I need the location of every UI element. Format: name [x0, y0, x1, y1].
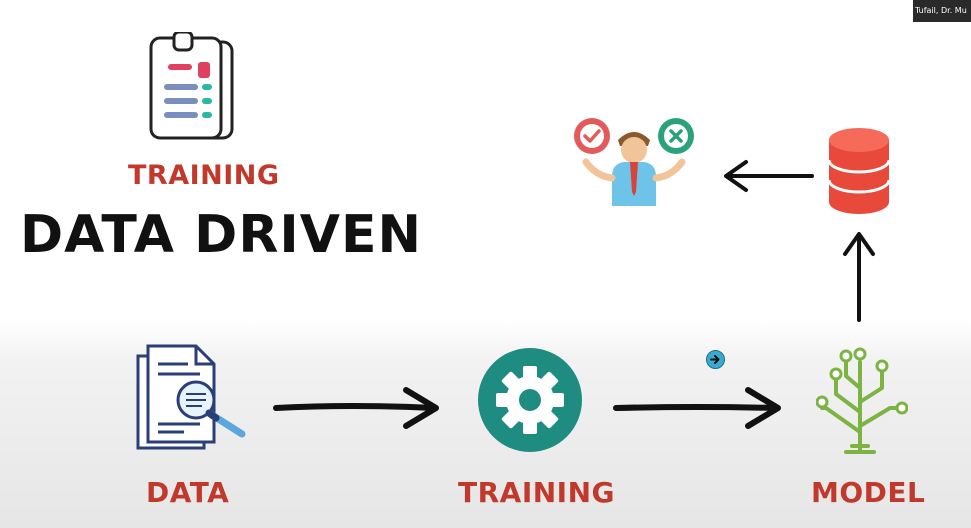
node-label-training: TRAINING [458, 476, 616, 509]
database-icon [827, 128, 891, 214]
document-search-icon [136, 344, 246, 450]
cursor-arrow-icon [706, 350, 725, 369]
heading-training: TRAINING [128, 160, 280, 191]
node-label-data: DATA [146, 476, 230, 509]
arrow-model-to-database [843, 232, 875, 322]
heading-data-driven: DATA DRIVEN [20, 205, 422, 265]
arrow-database-to-decision [724, 160, 814, 192]
gear-icon [478, 348, 582, 452]
clipboard-icon [149, 32, 234, 140]
person-decision-icon [574, 118, 694, 206]
participant-video-tile[interactable]: Tufail, Dr. Mu [913, 0, 971, 22]
circuit-tree-icon [816, 347, 908, 454]
node-label-model: MODEL [811, 476, 926, 509]
arrow-training-to-model [613, 387, 781, 429]
arrow-data-to-training [273, 387, 439, 429]
